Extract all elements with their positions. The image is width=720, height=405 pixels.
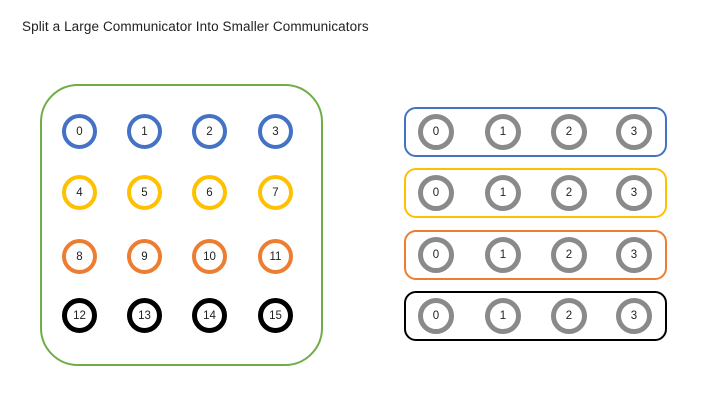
rank-circle: 0 (418, 237, 454, 273)
sub-communicator-box-3: 0 1 2 3 (404, 230, 667, 280)
rank-circle: 11 (258, 239, 293, 274)
rank-circle: 2 (551, 298, 587, 334)
rank-circle: 2 (551, 114, 587, 150)
rank-circle: 0 (418, 175, 454, 211)
rank-circle: 1 (485, 114, 521, 150)
rank-circle: 8 (62, 239, 97, 274)
rank-circle: 3 (616, 175, 652, 211)
rank-circle: 10 (192, 239, 227, 274)
rank-circle: 3 (616, 114, 652, 150)
sub-communicator-box-2: 0 1 2 3 (404, 168, 667, 218)
rank-circle: 3 (616, 298, 652, 334)
rank-circle: 14 (192, 298, 227, 333)
rank-circle: 1 (485, 298, 521, 334)
rank-circle: 4 (62, 175, 97, 210)
rank-circle: 7 (258, 175, 293, 210)
rank-circle: 1 (127, 114, 162, 149)
rank-circle: 12 (62, 298, 97, 333)
rank-circle: 2 (551, 175, 587, 211)
rank-circle: 0 (418, 114, 454, 150)
rank-circle: 9 (127, 239, 162, 274)
rank-circle: 6 (192, 175, 227, 210)
slide-title: Split a Large Communicator Into Smaller … (22, 19, 369, 34)
rank-circle: 3 (258, 114, 293, 149)
rank-circle: 2 (551, 237, 587, 273)
rank-circle: 5 (127, 175, 162, 210)
rank-circle: 0 (418, 298, 454, 334)
rank-circle: 2 (192, 114, 227, 149)
sub-communicator-box-4: 0 1 2 3 (404, 291, 667, 341)
rank-circle: 0 (62, 114, 97, 149)
rank-circle: 13 (127, 298, 162, 333)
large-communicator-box: 0 1 2 3 4 5 6 7 8 9 10 11 12 13 14 15 (40, 84, 323, 366)
rank-circle: 1 (485, 175, 521, 211)
sub-communicator-box-1: 0 1 2 3 (404, 107, 667, 157)
rank-circle: 15 (258, 298, 293, 333)
rank-circle: 1 (485, 237, 521, 273)
rank-circle: 3 (616, 237, 652, 273)
